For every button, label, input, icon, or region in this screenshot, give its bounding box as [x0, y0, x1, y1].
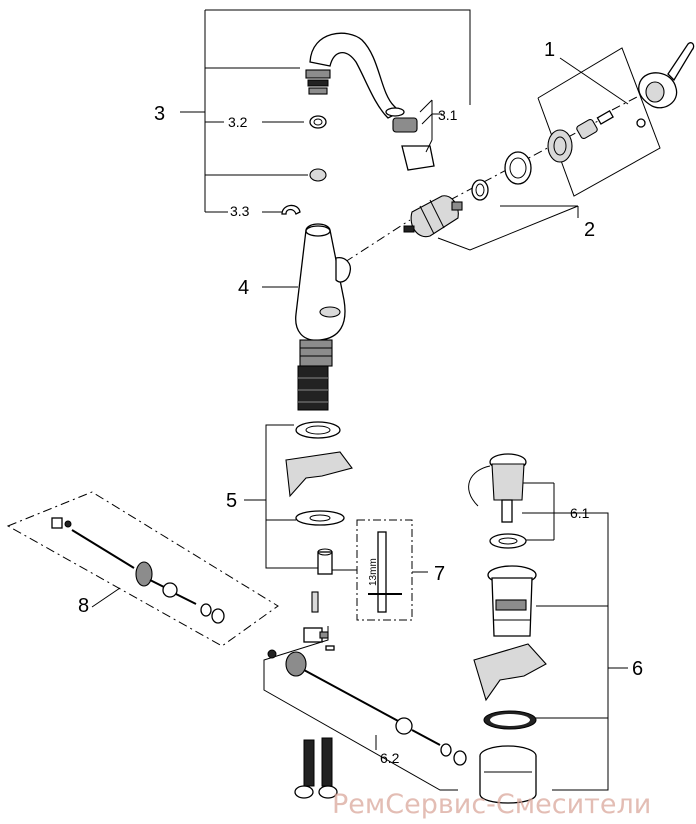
label-1: 1 [544, 39, 555, 61]
label-2: 2 [584, 219, 595, 241]
label-6: 6 [632, 658, 643, 680]
tool-size-label: 13mm [368, 558, 379, 586]
fixing-nut [317, 551, 333, 575]
cartridge-nut [547, 129, 573, 163]
cartridge-seal [471, 179, 489, 201]
label-3-1: 3.1 [438, 107, 458, 123]
ring-3-3 [309, 168, 327, 182]
lift-rod-pin [311, 591, 319, 613]
label-6-2: 6.2 [380, 750, 400, 766]
supply-hose-right [321, 737, 333, 787]
body-side-boss [335, 257, 352, 283]
threaded-stud [299, 339, 333, 367]
supply-hoses-stub [297, 365, 329, 411]
basin-section-upper [285, 451, 353, 498]
label-3-3: 3.3 [230, 203, 250, 219]
grub-screw [596, 110, 614, 125]
lever-arm [667, 42, 695, 82]
horseshoe-washer [295, 510, 345, 526]
basin-section-lower [473, 643, 547, 702]
adapter-ring [576, 118, 598, 140]
plug-body [491, 463, 525, 501]
label-4: 4 [238, 277, 249, 299]
group-5-mounting-set [244, 421, 353, 575]
aerator-insert [401, 145, 435, 171]
rod-seal [453, 750, 467, 766]
watermark: РемСервис-Смесители [332, 789, 651, 820]
mounting-gasket [295, 421, 341, 439]
lift-rod-assembly [263, 591, 467, 799]
pivot-nut [285, 651, 307, 677]
clamp-piece [303, 627, 323, 643]
body-shell [295, 223, 346, 341]
lever-and-cartridge [344, 42, 695, 263]
set-8-frame [6, 491, 279, 647]
aerator-seal [385, 107, 405, 117]
threaded-ring [504, 151, 532, 185]
cartridge [410, 195, 459, 238]
group-7-wrench [332, 519, 428, 621]
aerator [392, 117, 418, 133]
socket-wrench [377, 531, 387, 613]
label-3-2: 3.2 [228, 114, 248, 130]
plug-seal [489, 533, 527, 549]
clip-3-3 [281, 204, 301, 215]
mixer-body [262, 223, 352, 411]
label-8: 8 [78, 595, 89, 617]
label-7: 7 [434, 563, 445, 585]
label-6-1: 6.1 [570, 505, 590, 521]
label-3: 3 [154, 103, 165, 125]
group-8-lift-rod-set [6, 491, 279, 647]
group-3-spout-assembly [180, 9, 471, 215]
o-ring-3-2 [309, 115, 327, 129]
label-5: 5 [226, 490, 237, 512]
cap [636, 118, 646, 128]
pivot-ball [395, 717, 413, 735]
supply-hose-left [303, 739, 315, 787]
group-6-waste-set [468, 453, 628, 804]
